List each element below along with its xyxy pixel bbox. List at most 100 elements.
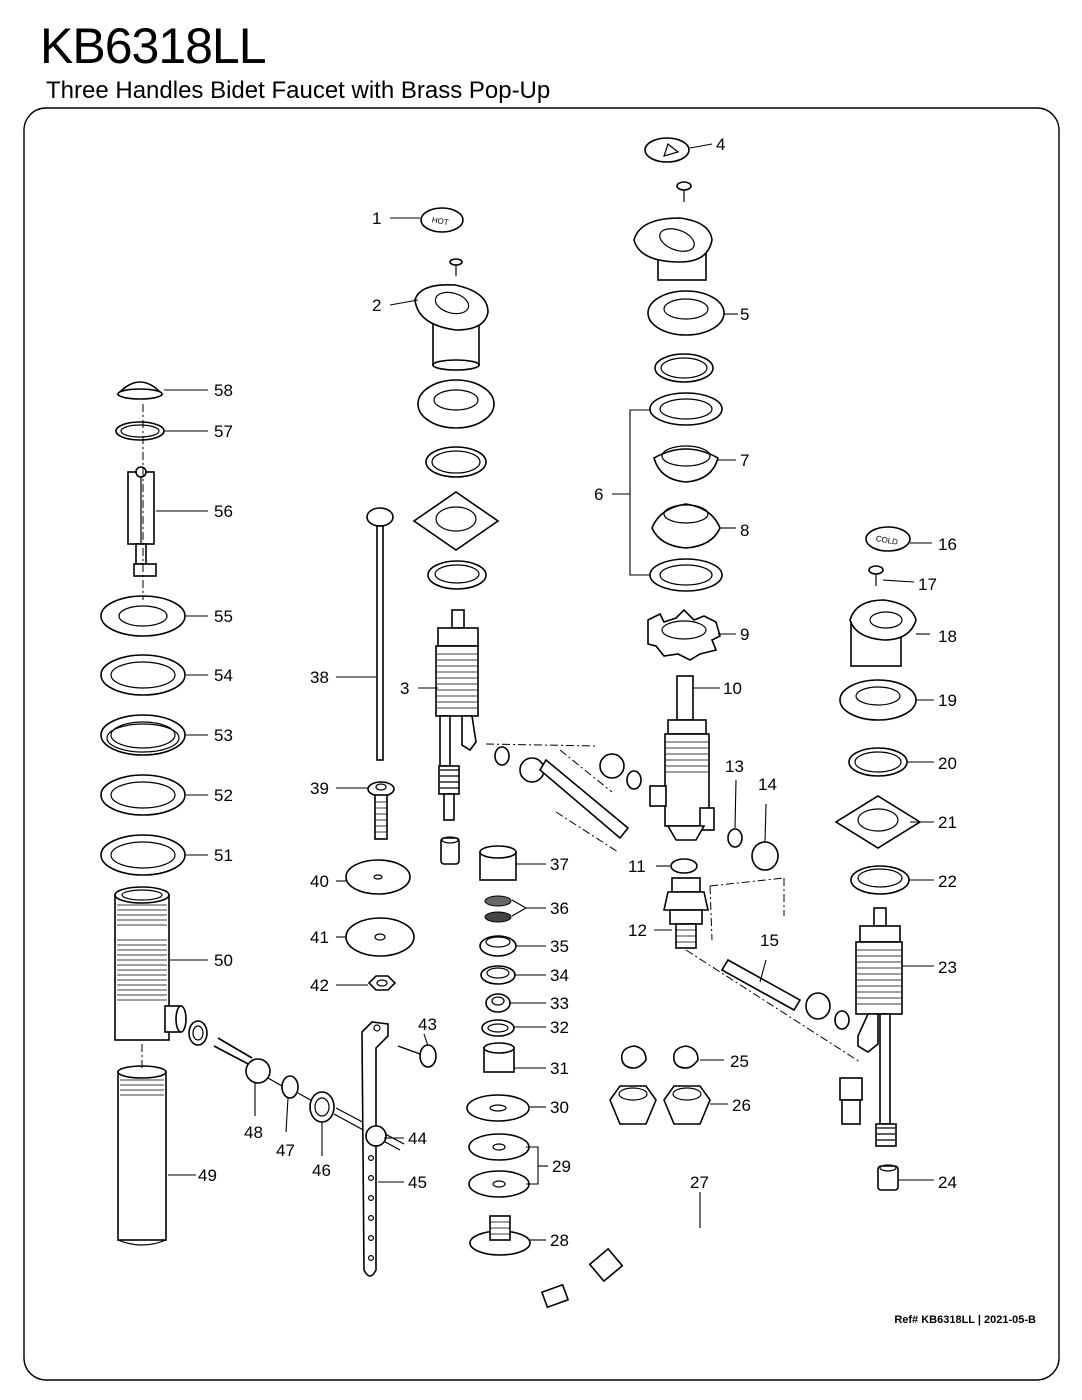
- callout-4: 4: [716, 135, 725, 154]
- callout-20: 20: [938, 754, 957, 773]
- reference-number: Ref# KB6318LL | 2021-05-B: [894, 1314, 1036, 1326]
- callout-32: 32: [550, 1018, 569, 1037]
- cold-crossover-tube: [720, 958, 850, 1030]
- callout-26: 26: [732, 1096, 751, 1115]
- callout-10: 10: [723, 679, 742, 698]
- hot-index-cap: HOT: [420, 207, 464, 233]
- callout-25: 25: [730, 1052, 749, 1071]
- callout-47: 47: [276, 1141, 295, 1160]
- cold-handle: [849, 599, 917, 667]
- callout-44: 44: [408, 1129, 427, 1148]
- callout-52: 52: [214, 786, 233, 805]
- callout-31: 31: [550, 1059, 569, 1078]
- mount-washer-upper: [345, 859, 411, 895]
- callout-15: 15: [760, 931, 779, 950]
- callout-45: 45: [408, 1173, 427, 1192]
- callout-6: 6: [594, 485, 603, 504]
- diverter-handle-screw: [676, 181, 692, 202]
- ref-value: KB6318LL | 2021-05-B: [921, 1314, 1036, 1326]
- callout-50: 50: [214, 951, 233, 970]
- mounting-bolt: [367, 781, 395, 840]
- callout-3: 3: [400, 679, 409, 698]
- tailpiece: [117, 1065, 167, 1246]
- callout-13: 13: [725, 757, 744, 776]
- cold-mounting-nut: [850, 865, 910, 895]
- diverter-handle: [633, 217, 713, 281]
- callout-38: 38: [310, 668, 329, 687]
- callout-14: 14: [758, 775, 777, 794]
- callout-21: 21: [938, 813, 957, 832]
- callout-1: 1: [372, 209, 381, 228]
- callout-33: 33: [550, 994, 569, 1013]
- callout-17: 17: [918, 575, 937, 594]
- hot-flange-ring: [425, 446, 487, 478]
- diverter-lock-nut: [647, 608, 721, 661]
- cold-cap-text: COLD: [875, 534, 899, 547]
- callout-16: 16: [938, 535, 957, 554]
- callout-28: 28: [550, 1231, 569, 1250]
- diverter-escutcheon: [647, 290, 725, 336]
- hot-gasket: [412, 491, 500, 551]
- drain-flange-washers: [100, 595, 186, 876]
- lift-rod: [366, 507, 394, 761]
- spray-nozzle-body: [469, 1215, 570, 1324]
- hot-cap-text: HOT: [431, 215, 449, 227]
- callout-11: 11: [628, 857, 646, 876]
- callout-51: 51: [214, 846, 233, 865]
- supply-fittings-13-14: [709, 828, 785, 941]
- hot-mounting-nut: [427, 560, 487, 590]
- leader-lines: [156, 143, 934, 1241]
- callout-34: 34: [550, 966, 569, 985]
- cold-handle-screw: [868, 565, 884, 586]
- ref-label: Ref#: [894, 1314, 919, 1326]
- clevis-strap: [361, 1021, 389, 1277]
- diverter-valve: [649, 675, 715, 841]
- pivot-rod-assembly: [188, 1020, 405, 1151]
- page-title: KB6318LL: [40, 18, 267, 74]
- stopper-rod-assembly: [127, 466, 157, 577]
- drain-body: [114, 886, 187, 1041]
- right-connector-fittings: [599, 753, 642, 790]
- spring-clip: [365, 1125, 387, 1147]
- callout-54: 54: [214, 666, 233, 685]
- callout-labels: 1 2 3 4 5 6 7 8 9 10 11 12 13 14 15 16 1…: [198, 135, 957, 1250]
- callout-46: 46: [312, 1161, 331, 1180]
- callout-39: 39: [310, 779, 329, 798]
- compression-parts: [609, 1045, 711, 1125]
- hot-connector-fittings: [485, 743, 597, 783]
- callout-22: 22: [938, 872, 957, 891]
- callout-43: 43: [418, 1015, 437, 1034]
- crossover-tube: [538, 749, 630, 853]
- mount-washer-lower: [345, 917, 415, 957]
- cold-gasket: [834, 795, 922, 849]
- diverter-ring-6-bottom: [649, 558, 723, 592]
- diverter-nipple: [663, 877, 709, 949]
- callout-5: 5: [740, 305, 749, 324]
- hot-handle-screw: [449, 258, 463, 276]
- diverter-ring-upper: [654, 353, 714, 383]
- callout-9: 9: [740, 625, 749, 644]
- diverter-ring-6-top: [649, 392, 723, 426]
- callout-48: 48: [244, 1123, 263, 1142]
- callout-36: 36: [550, 899, 569, 918]
- cold-escutcheon: [839, 679, 917, 721]
- page-subtitle: Three Handles Bidet Faucet with Brass Po…: [46, 77, 551, 104]
- diagram-frame: [23, 107, 1060, 1381]
- callout-49: 49: [198, 1166, 217, 1185]
- flex-hose: [588, 1077, 863, 1283]
- callout-56: 56: [214, 502, 233, 521]
- cold-valve-seat: [877, 1165, 899, 1191]
- callout-19: 19: [938, 691, 957, 710]
- hot-handle: [414, 283, 489, 371]
- lock-nut: [367, 975, 397, 991]
- pop-up-stopper: [116, 381, 164, 400]
- callout-55: 55: [214, 607, 233, 626]
- callout-24: 24: [938, 1173, 957, 1192]
- callout-27: 27: [690, 1173, 709, 1192]
- callout-23: 23: [938, 958, 957, 977]
- diverter-dome-washer: [651, 503, 721, 549]
- callout-29: 29: [552, 1157, 571, 1176]
- spray-parts-stack: [466, 845, 530, 1198]
- hot-valve-seat: [440, 837, 460, 865]
